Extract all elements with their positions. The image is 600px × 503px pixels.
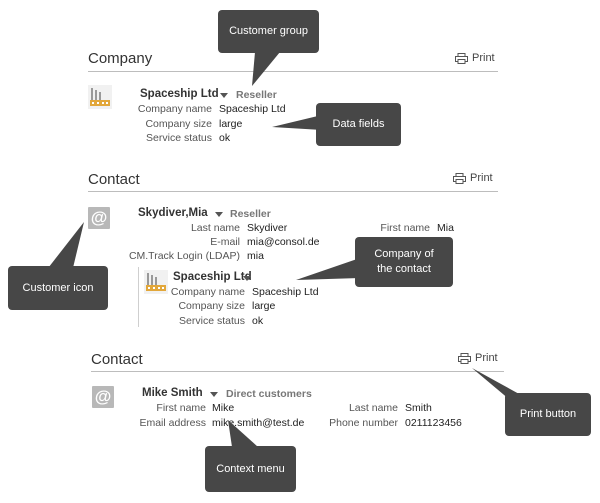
callout-company-of-contact-text-1: Company of xyxy=(374,248,434,261)
company-context-menu-caret[interactable] xyxy=(220,93,228,98)
contact2-section-divider xyxy=(91,371,504,372)
company-field-value: Spaceship Ltd xyxy=(219,103,286,115)
contact1-company-factory-icon xyxy=(144,270,168,299)
contact1-field-value: Skydiver xyxy=(247,222,288,234)
contact1-company-field-value: ok xyxy=(252,315,264,327)
contact1-section-title: Contact xyxy=(88,171,140,188)
contact1-company-name-heading: Spaceship Ltd xyxy=(173,271,252,283)
callout-customer-icon-text: Customer icon xyxy=(22,281,94,294)
callout-print-button-text: Print button xyxy=(519,408,577,421)
callout-company-of-contact: Company of the contact xyxy=(355,237,453,287)
customer-group-pointer xyxy=(252,52,280,86)
print-label: Print xyxy=(472,52,495,64)
contact1-company-field-value: large xyxy=(252,300,276,312)
contact1-section-divider xyxy=(88,191,498,192)
company-section-divider xyxy=(88,71,498,72)
customer-at-icon: @ xyxy=(92,386,114,408)
company-field-value: large xyxy=(219,118,243,130)
company-field-label: Service status xyxy=(146,132,212,144)
callout-data-fields-text: Data fields xyxy=(332,118,385,131)
callout-context-menu: Context menu xyxy=(205,446,296,492)
contact1-company-field-value: Spaceship Ltd xyxy=(252,286,319,298)
data-fields-pointer xyxy=(272,115,322,130)
callout-customer-icon: Customer icon xyxy=(8,266,108,310)
callout-context-menu-text: Context menu xyxy=(216,462,285,475)
printer-icon xyxy=(455,52,468,64)
callout-data-fields: Data fields xyxy=(316,103,401,146)
contact1-field-value: mia@consol.de xyxy=(247,236,320,248)
contact2-print-button[interactable]: Print xyxy=(458,352,498,364)
contact1-field-label: First name xyxy=(380,222,430,234)
company-customer-group: Reseller xyxy=(236,89,277,101)
contact2-field-value: Mike xyxy=(212,402,235,414)
contact1-field-value: Mia xyxy=(437,222,454,234)
company-factory-icon xyxy=(88,85,112,114)
contact1-company-context-menu-caret[interactable] xyxy=(243,276,251,281)
contact2-field-label: Last name xyxy=(348,402,398,414)
contact2-context-menu-caret[interactable] xyxy=(210,392,218,397)
callout-company-of-contact-text-2: the contact xyxy=(377,263,431,275)
company-section-title: Company xyxy=(88,50,153,67)
callout-customer-group-text: Customer group xyxy=(229,25,308,38)
customer-icon-pointer xyxy=(45,222,84,272)
contact1-company-field-label: Company name xyxy=(170,286,245,298)
contact2-field-value: mike.smith@test.de xyxy=(212,417,305,429)
contact2-customer-group: Direct customers xyxy=(226,388,312,400)
contact1-field-label: CM.Track Login (LDAP) xyxy=(128,250,240,262)
company-name-heading: Spaceship Ltd xyxy=(140,88,219,100)
contact1-print-button[interactable]: Print xyxy=(453,172,493,184)
contact2-field-value: Smith xyxy=(405,402,432,414)
printer-icon xyxy=(458,352,471,364)
contact2-section-title: Contact xyxy=(91,351,143,368)
contact2-field-label: First name xyxy=(156,402,206,414)
customer-at-icon: @ xyxy=(88,207,110,229)
company-field-value: ok xyxy=(219,132,231,144)
printer-icon xyxy=(453,172,466,184)
contact1-field-value: mia xyxy=(247,250,264,262)
contact2-field-label: Phone number xyxy=(329,417,398,429)
print-label: Print xyxy=(470,172,493,184)
company-print-button[interactable]: Print xyxy=(455,52,495,64)
company-field-label: Company size xyxy=(145,118,212,130)
callout-customer-group: Customer group xyxy=(218,10,319,53)
contact2-field-label: Email address xyxy=(139,417,206,429)
company-field-label: Company name xyxy=(137,103,212,115)
company-of-contact-pointer xyxy=(296,258,360,280)
contact1-field-label: E-mail xyxy=(210,236,240,248)
callout-print-button: Print button xyxy=(505,393,591,436)
contact1-field-label: Last name xyxy=(190,222,240,234)
contact1-company-field-label: Company size xyxy=(178,300,245,312)
contact1-company-field-label: Service status xyxy=(179,315,245,327)
contact2-name-heading: Mike Smith xyxy=(142,387,203,399)
contact1-name-heading: Skydiver,Mia xyxy=(138,207,208,219)
contact2-field-value: 0211123456 xyxy=(405,417,462,429)
contact1-company-divider xyxy=(138,267,139,327)
contact1-context-menu-caret[interactable] xyxy=(215,212,223,217)
print-label: Print xyxy=(475,352,498,364)
contact1-customer-group: Reseller xyxy=(230,208,271,220)
